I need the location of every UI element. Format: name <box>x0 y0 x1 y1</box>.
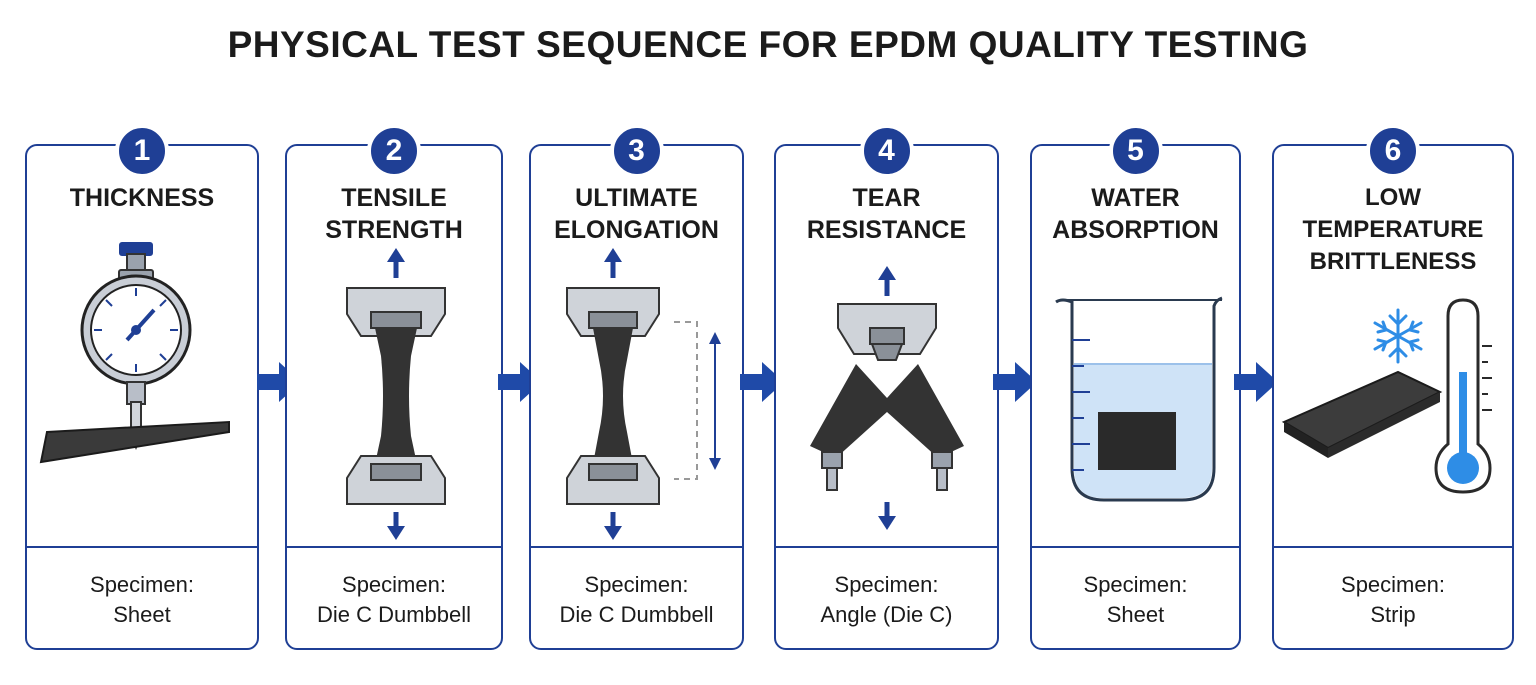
step-title-line1: TEAR <box>852 184 921 212</box>
specimen-text: Specimen: Angle (Die C) <box>776 570 997 630</box>
step-title-line1: LOW TEMPERATURE <box>1302 184 1484 243</box>
step-number-badge: 2 <box>367 124 421 178</box>
step-title: WATER ABSORPTION <box>1032 182 1239 246</box>
step-card-thickness: 1 THICKNESS Specimen: Sheet <box>25 124 259 650</box>
specimen-label: Specimen: <box>1341 572 1445 597</box>
step-title-line2: RESISTANCE <box>806 216 967 244</box>
specimen-label: Specimen: <box>1083 572 1188 597</box>
card-divider <box>287 546 501 548</box>
tensile-test-icon <box>346 248 446 540</box>
page-title: PHYSICAL TEST SEQUENCE FOR EPDM QUALITY … <box>227 24 1309 65</box>
flow-arrow-icon <box>1234 362 1278 402</box>
card-divider <box>776 546 997 548</box>
specimen-value: Sheet <box>1106 602 1165 627</box>
step-card-low-temperature-brittleness: 6 LOW TEMPERATURE BRITTLENESS Specimen: … <box>1272 124 1514 650</box>
specimen-text: Specimen: Die C Dumbbell <box>531 570 742 630</box>
step-card-ultimate-elongation: 3 ULTIMATE ELONGATION Specimen: Die C Du… <box>529 124 744 650</box>
elongation-test-icon <box>566 248 721 540</box>
step-card-tear-resistance: 4 TEAR RESISTANCE Specimen: Angle (Die C… <box>774 124 999 650</box>
step-title-line2: ELONGATION <box>554 216 719 244</box>
step-title: LOW TEMPERATURE BRITTLENESS <box>1274 182 1512 278</box>
specimen-text: Specimen: Sheet <box>27 570 257 630</box>
dial-gauge-icon <box>39 242 230 464</box>
flow-arrow-icon <box>740 362 784 402</box>
step-title-line1: WATER <box>1091 184 1180 212</box>
step-number-badge: 4 <box>859 124 914 178</box>
step-title: TENSILE STRENGTH <box>287 182 501 246</box>
specimen-value: Die C Dumbbell <box>316 602 472 627</box>
flow-arrow-icon <box>993 362 1037 402</box>
specimen-label: Specimen: <box>90 572 194 597</box>
beaker-icon <box>1055 296 1223 502</box>
card-divider <box>531 546 742 548</box>
specimen-label: Specimen: <box>584 572 689 597</box>
step-title-line1: THICKNESS <box>69 184 215 212</box>
specimen-text: Specimen: Die C Dumbbell <box>287 570 501 630</box>
step-title-line2: ABSORPTION <box>1052 216 1219 244</box>
specimen-value: Die C Dumbbell <box>559 602 714 627</box>
step-card-tensile-strength: 2 TENSILE STRENGTH Specimen: Die C Dumbb… <box>285 124 503 650</box>
specimen-label: Specimen: <box>834 572 939 597</box>
step-title-line1: TENSILE <box>341 184 447 212</box>
step-title-line2: STRENGTH <box>325 216 463 244</box>
step-title-line2: BRITTLENESS <box>1309 248 1477 275</box>
specimen-text: Specimen: Sheet <box>1032 570 1239 630</box>
card-divider <box>1274 546 1512 548</box>
step-title: TEAR RESISTANCE <box>776 182 997 246</box>
step-card-water-absorption: 5 WATER ABSORPTION Specimen: Sheet <box>1030 124 1241 650</box>
thermometer-snowflake-icon <box>1281 298 1492 494</box>
step-title: THICKNESS <box>27 182 257 214</box>
tear-test-icon <box>810 266 964 530</box>
snowflake-icon <box>1373 308 1423 364</box>
step-title: ULTIMATE ELONGATION <box>531 182 742 246</box>
specimen-text: Specimen: Strip <box>1274 570 1512 630</box>
step-number-badge: 6 <box>1366 124 1420 178</box>
step-number-badge: 3 <box>609 124 664 178</box>
specimen-label: Specimen: <box>342 572 446 597</box>
card-divider <box>1032 546 1239 548</box>
specimen-value: Strip <box>1370 602 1416 627</box>
card-divider <box>27 546 257 548</box>
step-number-badge: 1 <box>115 124 169 178</box>
specimen-value: Angle (Die C) <box>820 602 953 627</box>
step-title-line1: ULTIMATE <box>575 184 698 212</box>
step-number-badge: 5 <box>1108 124 1163 178</box>
specimen-value: Sheet <box>113 602 171 627</box>
